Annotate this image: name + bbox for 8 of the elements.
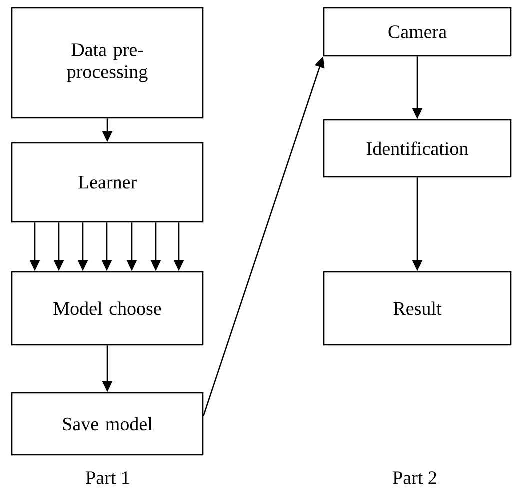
process-box: Model choose	[11, 271, 204, 346]
process-box: Result	[323, 271, 512, 346]
process-box: Save model	[11, 392, 204, 456]
process-box: Learner	[11, 142, 204, 223]
process-box: Camera	[323, 7, 512, 57]
process-box: Data pre-processing	[11, 7, 204, 119]
process-box: Identification	[323, 119, 512, 178]
part-label: Part 2	[393, 472, 436, 484]
